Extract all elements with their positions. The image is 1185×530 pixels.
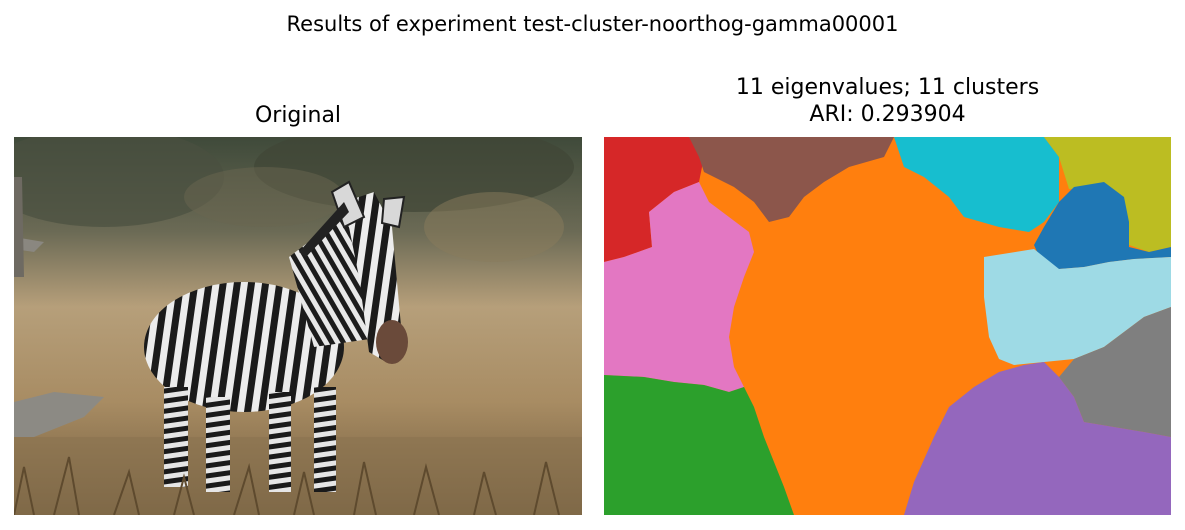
segmentation-title-line2: ARI: 0.293904 xyxy=(809,102,966,127)
segmentation-panel-title: 11 eigenvalues; 11 clusters ARI: 0.29390… xyxy=(604,74,1171,128)
original-panel-title: Original xyxy=(14,102,582,129)
segment-purple xyxy=(904,362,1171,515)
segment-red xyxy=(604,137,704,262)
segment-olive xyxy=(1044,137,1171,252)
original-title-text: Original xyxy=(254,103,342,128)
segmentation-map xyxy=(604,137,1171,515)
segment-gray xyxy=(1059,307,1171,437)
segment-green xyxy=(604,375,794,515)
segment-pink xyxy=(604,182,754,392)
segment-cyan xyxy=(894,137,1059,232)
segmentation-title-line1: 11 eigenvalues; 11 clusters xyxy=(735,75,1040,100)
segment-blue xyxy=(1034,182,1171,269)
segment-light-cyan xyxy=(984,249,1171,365)
segmentation-image xyxy=(604,137,1171,515)
segment-brown xyxy=(689,137,894,222)
original-image xyxy=(14,137,582,515)
zebra-photo xyxy=(14,137,582,515)
figure-suptitle: Results of experiment test-cluster-noort… xyxy=(286,12,899,36)
